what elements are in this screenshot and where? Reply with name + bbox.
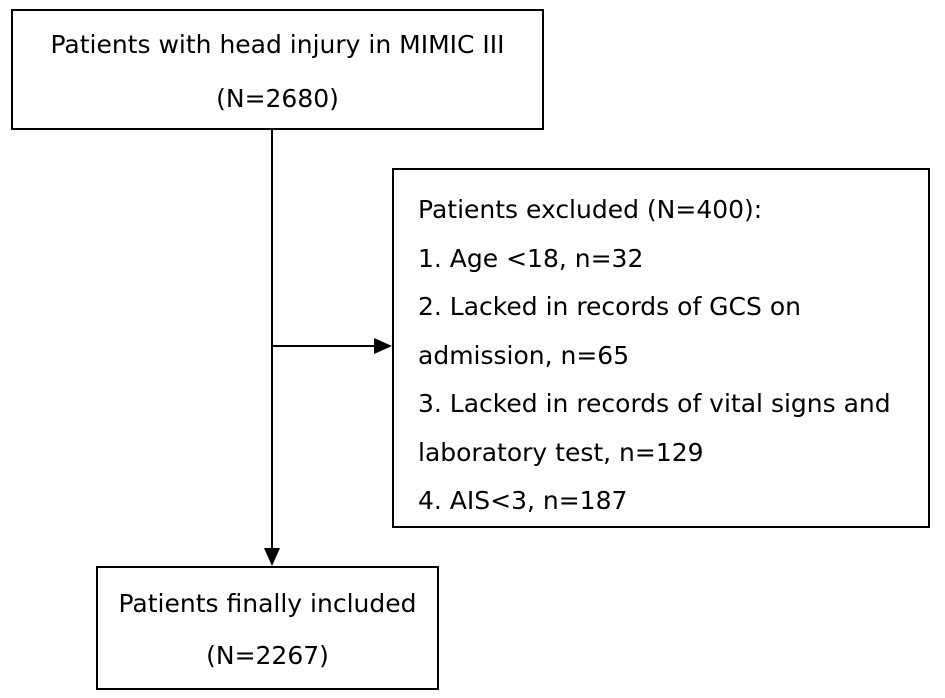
exclusion-box: Patients excluded (N=400): 1. Age <18, n… <box>392 168 930 528</box>
included-patients-count: (N=2267) <box>206 641 329 670</box>
exclusion-item: 4. AIS<3, n=187 <box>418 486 628 515</box>
included-patients-box: Patients finally included (N=2267) <box>96 566 439 690</box>
exclusion-item: 3. Lacked in records of vital signs and <box>418 389 891 418</box>
total-patients-count: (N=2680) <box>216 84 339 113</box>
total-patients-label: Patients with head injury in MIMIC III <box>50 30 505 59</box>
exclusion-item: laboratory test, n=129 <box>418 438 704 467</box>
exclusion-item: 1. Age <18, n=32 <box>418 244 644 273</box>
down-arrowhead <box>264 548 280 566</box>
exclusion-item: 2. Lacked in records of GCS on <box>418 292 801 321</box>
exclusion-title: Patients excluded (N=400): <box>418 195 763 224</box>
right-arrowhead <box>374 338 392 354</box>
included-patients-label: Patients finally included <box>118 589 417 618</box>
total-patients-box: Patients with head injury in MIMIC III (… <box>11 9 544 130</box>
exclusion-item: admission, n=65 <box>418 341 630 370</box>
